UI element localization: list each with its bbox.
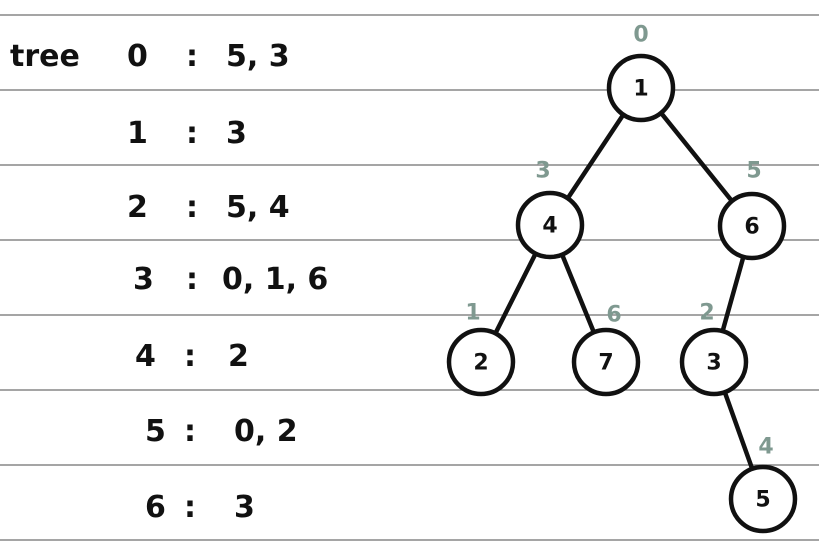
row-separator: : <box>186 116 198 151</box>
tree-node: 10 <box>606 23 676 123</box>
tree-node: 76 <box>571 303 641 397</box>
row-value: 0, 2 <box>234 414 298 449</box>
tree-node: 65 <box>717 159 787 261</box>
node-label: 1 <box>633 77 648 102</box>
tree-node: 21 <box>446 301 516 397</box>
node-circle <box>571 327 641 397</box>
row-key: 0 <box>127 39 148 74</box>
row-value: 2 <box>228 339 249 374</box>
node-circle <box>717 191 787 261</box>
tree-node: 43 <box>515 159 585 260</box>
row-value: 5, 3 <box>226 39 290 74</box>
node-label: 7 <box>598 351 613 376</box>
node-index: 0 <box>633 23 648 48</box>
node-label: 5 <box>755 488 770 513</box>
tree-edges <box>478 85 766 502</box>
row-value: 0, 1, 6 <box>222 262 328 297</box>
node-index: 2 <box>699 301 714 326</box>
ruled-lines <box>0 14 819 541</box>
adjacency-table: tree 0:5, 31:32:5, 43:0, 1, 64:25:0, 26:… <box>10 39 328 525</box>
row-key: 1 <box>127 116 148 151</box>
node-circle <box>446 327 516 397</box>
row-key: 3 <box>133 262 154 297</box>
node-label: 6 <box>744 215 759 240</box>
node-label: 3 <box>706 351 721 376</box>
node-circle <box>728 464 798 534</box>
tree-node: 32 <box>679 301 749 397</box>
row-key: 4 <box>135 339 156 374</box>
row-separator: : <box>184 490 196 525</box>
tree-label: tree <box>10 39 80 74</box>
row-separator: : <box>186 262 198 297</box>
node-circle <box>515 190 585 260</box>
row-separator: : <box>184 414 196 449</box>
row-key: 2 <box>127 190 148 225</box>
row-value: 3 <box>226 116 247 151</box>
row-separator: : <box>186 190 198 225</box>
node-index: 3 <box>535 159 550 184</box>
row-separator: : <box>184 339 196 374</box>
row-value: 3 <box>234 490 255 525</box>
node-index: 6 <box>606 303 621 328</box>
node-circle <box>606 53 676 123</box>
node-label: 2 <box>473 351 488 376</box>
row-key: 6 <box>145 490 166 525</box>
node-index: 4 <box>758 435 773 460</box>
node-label: 4 <box>542 214 557 239</box>
tree-node: 54 <box>728 435 798 534</box>
node-index: 1 <box>465 301 480 326</box>
row-value: 5, 4 <box>226 190 290 225</box>
node-circle <box>679 327 749 397</box>
node-index: 5 <box>746 159 761 184</box>
row-key: 5 <box>145 414 166 449</box>
row-separator: : <box>186 39 198 74</box>
